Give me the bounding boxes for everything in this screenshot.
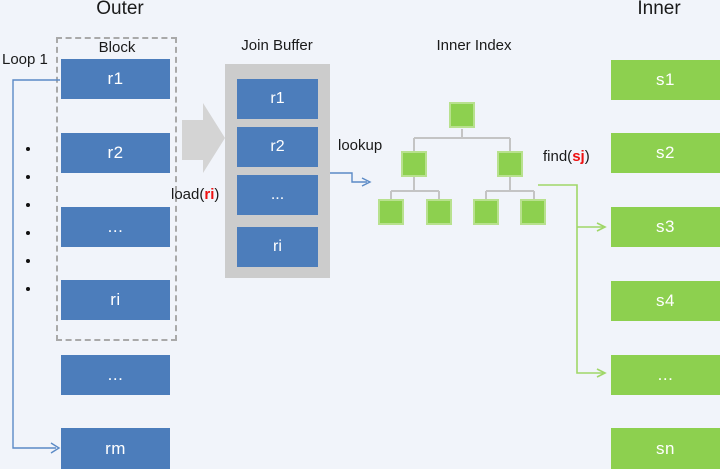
inner-index-title: Inner Index bbox=[436, 37, 512, 54]
inner-row-sn: sn bbox=[611, 428, 720, 469]
outer-row-ellipsis: ... bbox=[61, 207, 170, 247]
inner-row-s1: s1 bbox=[611, 60, 720, 100]
ellipsis-dot bbox=[26, 147, 30, 151]
load-arg: ri bbox=[204, 186, 215, 203]
inner-row-s2: s2 bbox=[611, 133, 720, 173]
outer-table-title: Outer bbox=[96, 0, 144, 19]
block-label: Block bbox=[98, 39, 136, 56]
inner-table-title: Inner bbox=[637, 0, 681, 19]
buffer-row-ellipsis: ... bbox=[237, 175, 318, 215]
buffer-row-r2: r2 bbox=[237, 127, 318, 167]
ellipsis-dot bbox=[26, 287, 30, 291]
load-arrow-icon bbox=[182, 103, 225, 173]
ellipsis-dot bbox=[26, 231, 30, 235]
ellipsis-dot bbox=[26, 259, 30, 263]
loop-label: Loop 1 bbox=[2, 51, 48, 68]
index-tree-branch-node bbox=[497, 151, 523, 177]
index-tree-leaf-node bbox=[473, 199, 499, 225]
index-tree-leaf-node bbox=[426, 199, 452, 225]
find-arrow-icon bbox=[538, 184, 607, 378]
lookup-arrow-icon bbox=[330, 172, 372, 187]
find-label: find(sj) bbox=[543, 148, 590, 165]
ellipsis-dot bbox=[26, 175, 30, 179]
outer-row-ri: ri bbox=[61, 280, 170, 320]
join-buffer-title: Join Buffer bbox=[241, 37, 313, 54]
outer-row-r1: r1 bbox=[61, 59, 170, 99]
loop-arrow-icon bbox=[12, 79, 61, 454]
lookup-label: lookup bbox=[338, 137, 383, 154]
inner-row-s4: s4 bbox=[611, 281, 720, 321]
inner-row-ellipsis: ... bbox=[611, 355, 720, 395]
outer-row-ellipsis-2: ... bbox=[61, 355, 170, 395]
ellipsis-dot bbox=[26, 203, 30, 207]
index-tree-leaf-node bbox=[378, 199, 404, 225]
buffer-row-ri: ri bbox=[237, 227, 318, 267]
index-tree-leaf-node bbox=[520, 199, 546, 225]
buffer-row-r1: r1 bbox=[237, 79, 318, 119]
outer-row-r2: r2 bbox=[61, 133, 170, 173]
index-tree-root-node bbox=[449, 102, 475, 128]
find-arg: sj bbox=[572, 148, 585, 165]
outer-row-rm: rm bbox=[61, 428, 170, 469]
inner-row-s3: s3 bbox=[611, 207, 720, 247]
load-label: load(ri) bbox=[171, 186, 220, 203]
index-tree-branch-node bbox=[401, 151, 427, 177]
